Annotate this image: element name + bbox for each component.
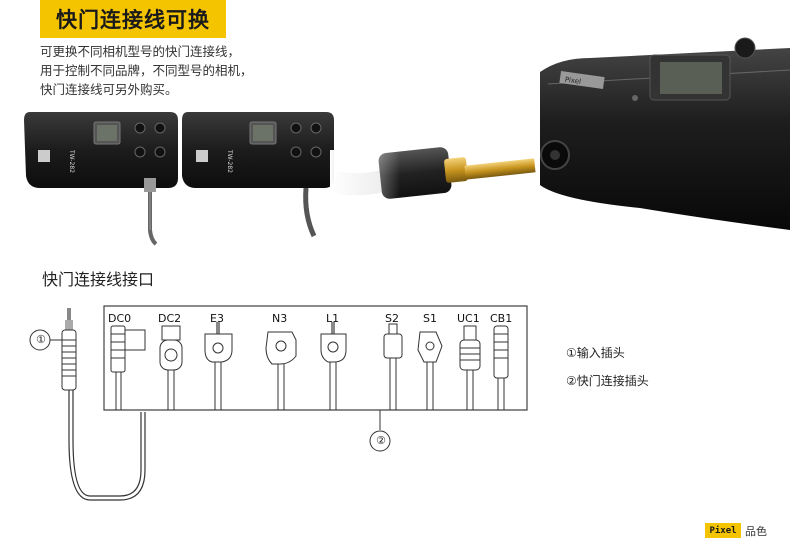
description-line-3: 快门连接线可另外购买。 [40, 82, 178, 97]
marker-2-text: ② [376, 434, 386, 447]
brand-logo: Pixel [705, 523, 741, 538]
remote-device-middle: TW-282 [182, 112, 334, 238]
connector-label-e3: E3 [210, 312, 224, 325]
connector-dc0 [110, 325, 146, 410]
description-line-2: 用于控制不同品牌，不同型号的相机， [40, 63, 253, 78]
description: 可更换不同相机型号的快门连接线， 用于控制不同品牌，不同型号的相机， 快门连接线… [40, 42, 253, 99]
marker-1-text: ① [36, 333, 46, 346]
brand-logo-text: Pixel [709, 525, 737, 536]
marker-1-circle [29, 329, 51, 351]
legend-shutter-plug: ②快门连接插头 [566, 374, 649, 388]
description-line-1: 可更换不同相机型号的快门连接线， [40, 44, 241, 59]
camera-badge: Pixel [564, 76, 581, 86]
connector-uc1 [459, 325, 481, 410]
remote-device-left: TW-282 [24, 112, 178, 246]
connector-l1 [320, 322, 347, 410]
connector-label-l1: L1 [326, 312, 340, 325]
connector-dc2 [159, 325, 183, 410]
marker-2-circle [369, 430, 391, 452]
connector-label-n3: N3 [272, 312, 288, 325]
connector-cb1 [493, 325, 509, 410]
connector-e3 [204, 322, 233, 410]
title-banner: 快门连接线可换 [40, 0, 226, 38]
remote-label-right: TW-282 [226, 149, 233, 173]
section-title: 快门连接线接口 [42, 270, 155, 289]
remote-label-left: TW-282 [68, 149, 75, 173]
shutter-cable-plug [330, 147, 536, 200]
brand-logo-sub: 品色 [745, 525, 767, 538]
camera-body: Pixel [540, 37, 790, 230]
connector-n3 [265, 331, 297, 410]
connector-label-s2: S2 [385, 312, 399, 325]
connector-s1 [417, 331, 443, 410]
legend-input-plug: ①输入插头 [566, 346, 625, 360]
connector-label-dc2: DC2 [158, 312, 182, 325]
page-title: 快门连接线可换 [56, 8, 210, 32]
connector-s2 [383, 323, 403, 410]
connector-label-cb1: CB1 [490, 312, 513, 325]
connector-label-s1: S1 [423, 312, 437, 325]
connector-label-dc0: DC0 [108, 312, 132, 325]
input-plug [61, 308, 146, 501]
connector-box [103, 305, 528, 411]
product-photo: TW-282 TW-282 Pixel [24, 37, 790, 246]
connector-label-uc1: UC1 [457, 312, 480, 325]
